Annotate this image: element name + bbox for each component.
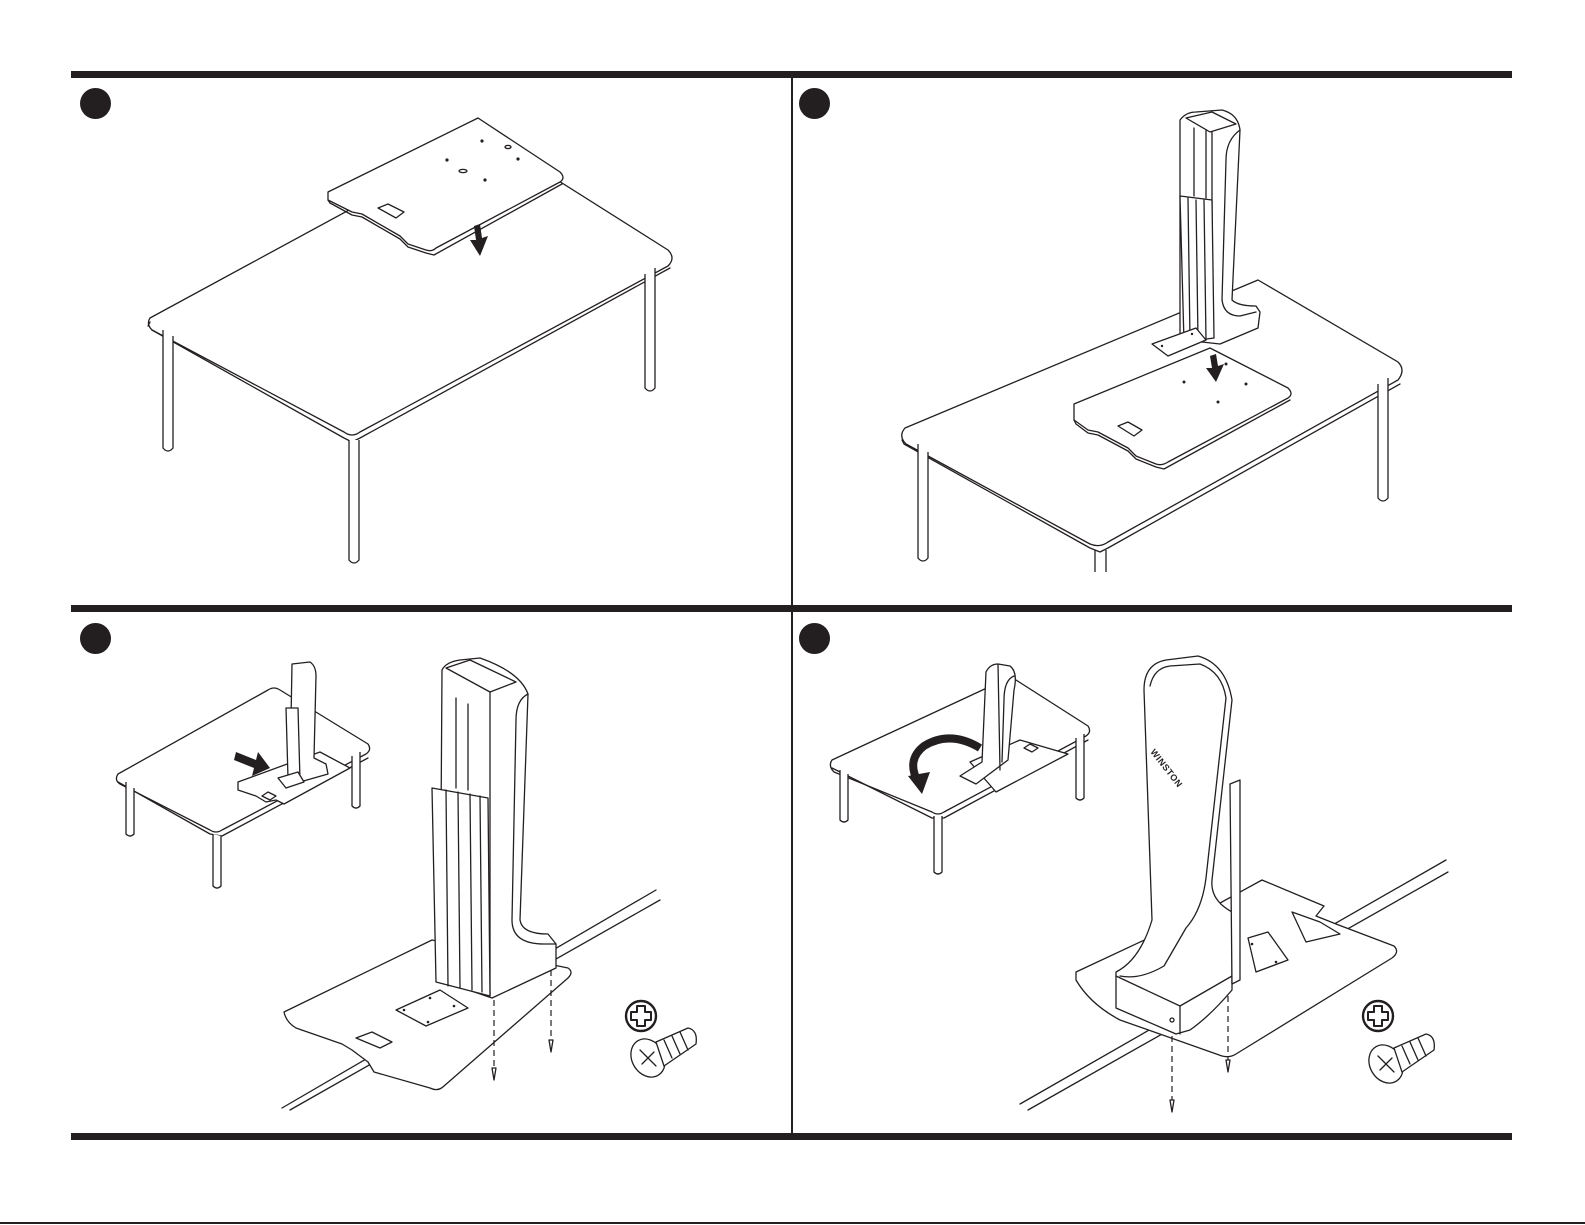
phillips-screw-icon xyxy=(1361,999,1435,1084)
column xyxy=(1151,109,1261,357)
center-divider xyxy=(791,78,793,1133)
base-plate xyxy=(1073,347,1292,470)
column: WINSTON xyxy=(1115,655,1241,1035)
right-arrow-icon xyxy=(234,752,270,776)
screws xyxy=(1169,996,1231,1113)
down-arrow-icon xyxy=(1206,354,1224,382)
base-plate xyxy=(327,117,564,256)
down-arrow-icon xyxy=(470,224,488,256)
bottom-frame-bar xyxy=(71,1133,1512,1140)
column xyxy=(431,657,557,999)
page-edge-line xyxy=(0,1222,1585,1224)
top-frame-bar xyxy=(71,71,1512,78)
desk-legs xyxy=(917,378,1389,572)
desk xyxy=(147,137,673,564)
inset-desk-view xyxy=(829,663,1091,875)
step-1-marker xyxy=(80,88,111,119)
step-4-marker xyxy=(799,623,830,654)
step-2-marker xyxy=(799,88,830,119)
phillips-screw-icon xyxy=(624,999,697,1078)
step-3-marker xyxy=(80,623,111,654)
screws xyxy=(491,970,554,1081)
desk-legs xyxy=(162,268,656,564)
rotate-arrow-icon xyxy=(908,734,983,794)
